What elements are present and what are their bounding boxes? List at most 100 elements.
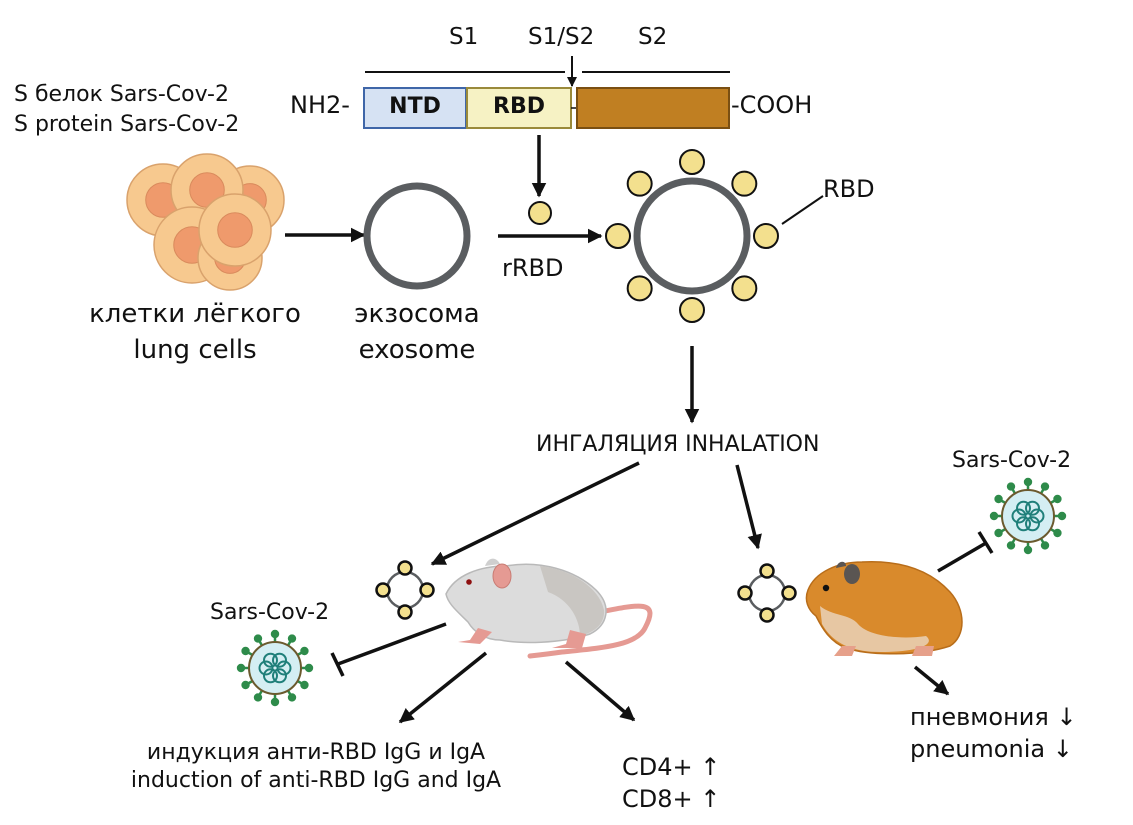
virus-spike-head — [270, 629, 280, 639]
rbd-bead — [731, 275, 758, 302]
rbd-bead — [626, 275, 653, 302]
rbd-bead — [737, 585, 753, 601]
hamster-ear — [844, 564, 860, 584]
rbd-bead — [679, 149, 705, 175]
virus-rna — [1016, 500, 1031, 516]
exosome-membrane — [385, 570, 425, 610]
mouse-tail — [527, 603, 653, 659]
virus-spike-head — [236, 663, 246, 673]
hamster-to-pneumonia-arrow — [913, 665, 950, 696]
lung-cells-label-ru: клетки лёгкого — [89, 299, 301, 329]
rbd-bead — [759, 607, 775, 623]
mouse-to-antibody-arrow — [398, 651, 488, 724]
mouse-inhibits-virus-line — [337, 622, 447, 666]
pneumonia-decrease-ru: пневмония ↓ — [910, 703, 1077, 731]
virus-spike-head — [300, 680, 309, 690]
rbd-callout-label: RBD — [823, 175, 875, 203]
exosome-icon — [363, 182, 471, 290]
virus-rna — [276, 660, 292, 676]
ntd-label: NTD — [389, 94, 441, 119]
s2-domain — [576, 87, 730, 129]
virus-spike-head — [1023, 477, 1033, 487]
protein-label-ru: S белок Sars-Cov-2 — [14, 82, 229, 107]
virus-rna — [263, 652, 278, 668]
rbd-bead — [781, 585, 797, 601]
antibody-induction-en: induction of anti-RBD IgG and IgA — [130, 768, 502, 793]
mouse-inhibit-bar — [330, 652, 345, 677]
virus-rna — [1011, 508, 1027, 524]
rbd-exosome-icon — [605, 149, 779, 323]
hamster-front-paw — [834, 646, 856, 656]
mouse-back-shade — [540, 566, 605, 636]
lung-cells-label-en: lung cells — [133, 335, 257, 365]
rbd-bead — [679, 297, 705, 323]
sars-cov-2-virus-icon — [989, 477, 1067, 555]
ntd-domain — [363, 87, 467, 129]
protein-label-en: S protein Sars-Cov-2 — [14, 112, 240, 137]
mouse-ear — [492, 563, 512, 589]
rbd-bead — [759, 563, 775, 579]
rbd-bead — [397, 560, 413, 576]
n-terminus-label: NH2- — [290, 91, 350, 119]
rbd-domain — [466, 87, 572, 129]
exosome-label-en: exosome — [358, 335, 476, 365]
virus-envelope — [1001, 489, 1055, 543]
virus-rna — [1025, 500, 1040, 516]
virus-rna — [1025, 516, 1040, 532]
s2-label: S2 — [638, 24, 668, 50]
rbd-bead — [397, 604, 413, 620]
virus-spike-head — [287, 634, 297, 643]
mouse-virus-label: Sars-Cov-2 — [210, 600, 330, 625]
antibody-induction-ru: индукция анти-RBD IgG и IgA — [146, 740, 486, 765]
inhalation-label: ИНГАЛЯЦИЯ INHALATION — [536, 432, 820, 457]
hamster-eye — [822, 584, 830, 592]
virus-rna — [258, 660, 274, 676]
rbd-bead — [419, 582, 435, 598]
mouse-illustration — [445, 558, 653, 659]
lung-cells-icon — [126, 153, 285, 291]
mouse-front-leg — [458, 628, 492, 644]
virus-rna — [272, 652, 287, 668]
cd8-increase: CD8+ ↑ — [622, 785, 721, 813]
virus-spike-head — [994, 528, 1003, 538]
virus-rna — [272, 668, 287, 684]
virus-rna — [1029, 508, 1045, 524]
rbd-label: RBD — [493, 94, 545, 119]
hamster-hind-paw — [912, 646, 934, 656]
rbd-bead — [731, 170, 758, 197]
cd4-increase: CD4+ ↑ — [622, 753, 721, 781]
s-protein-domain-bar — [363, 56, 730, 129]
virus-spike-head — [1053, 494, 1062, 504]
cell-nucleus — [217, 212, 253, 248]
virus-rna — [263, 668, 278, 684]
hamster-virus-label: Sars-Cov-2 — [952, 448, 1072, 473]
exosome-membrane — [633, 177, 751, 295]
virus-spike-head — [241, 646, 250, 656]
virus-envelope — [248, 641, 302, 695]
hamster-illustration — [805, 561, 963, 656]
virus-spike-head — [1023, 545, 1033, 555]
mouse-ear-back — [485, 558, 500, 566]
inhalation-to-hamster-arrow — [735, 464, 762, 550]
virus-spike-head — [270, 697, 280, 707]
virus-spike-head — [253, 634, 263, 643]
virus-spike-head — [994, 494, 1003, 504]
exosome-membrane — [747, 573, 787, 613]
rbd-callout-line — [781, 195, 824, 225]
virus-spike-head — [287, 693, 297, 702]
virus-spike-head — [1006, 541, 1016, 550]
virus-spike-head — [241, 680, 250, 690]
hamster-belly — [820, 606, 929, 652]
mouse-to-tcell-arrow — [564, 660, 636, 722]
mouse-eye — [466, 579, 472, 585]
c-terminus-label: -COOH — [731, 91, 813, 119]
rbd-bead — [626, 170, 653, 197]
hamster-inhibits-virus-line — [937, 541, 987, 573]
s1-s2-label: S1/S2 — [528, 24, 595, 50]
virus-spike-head — [1057, 511, 1067, 521]
virus-spike-head — [1053, 528, 1062, 538]
rbd-bead — [375, 582, 391, 598]
hamster-exosome-icon — [737, 563, 797, 623]
